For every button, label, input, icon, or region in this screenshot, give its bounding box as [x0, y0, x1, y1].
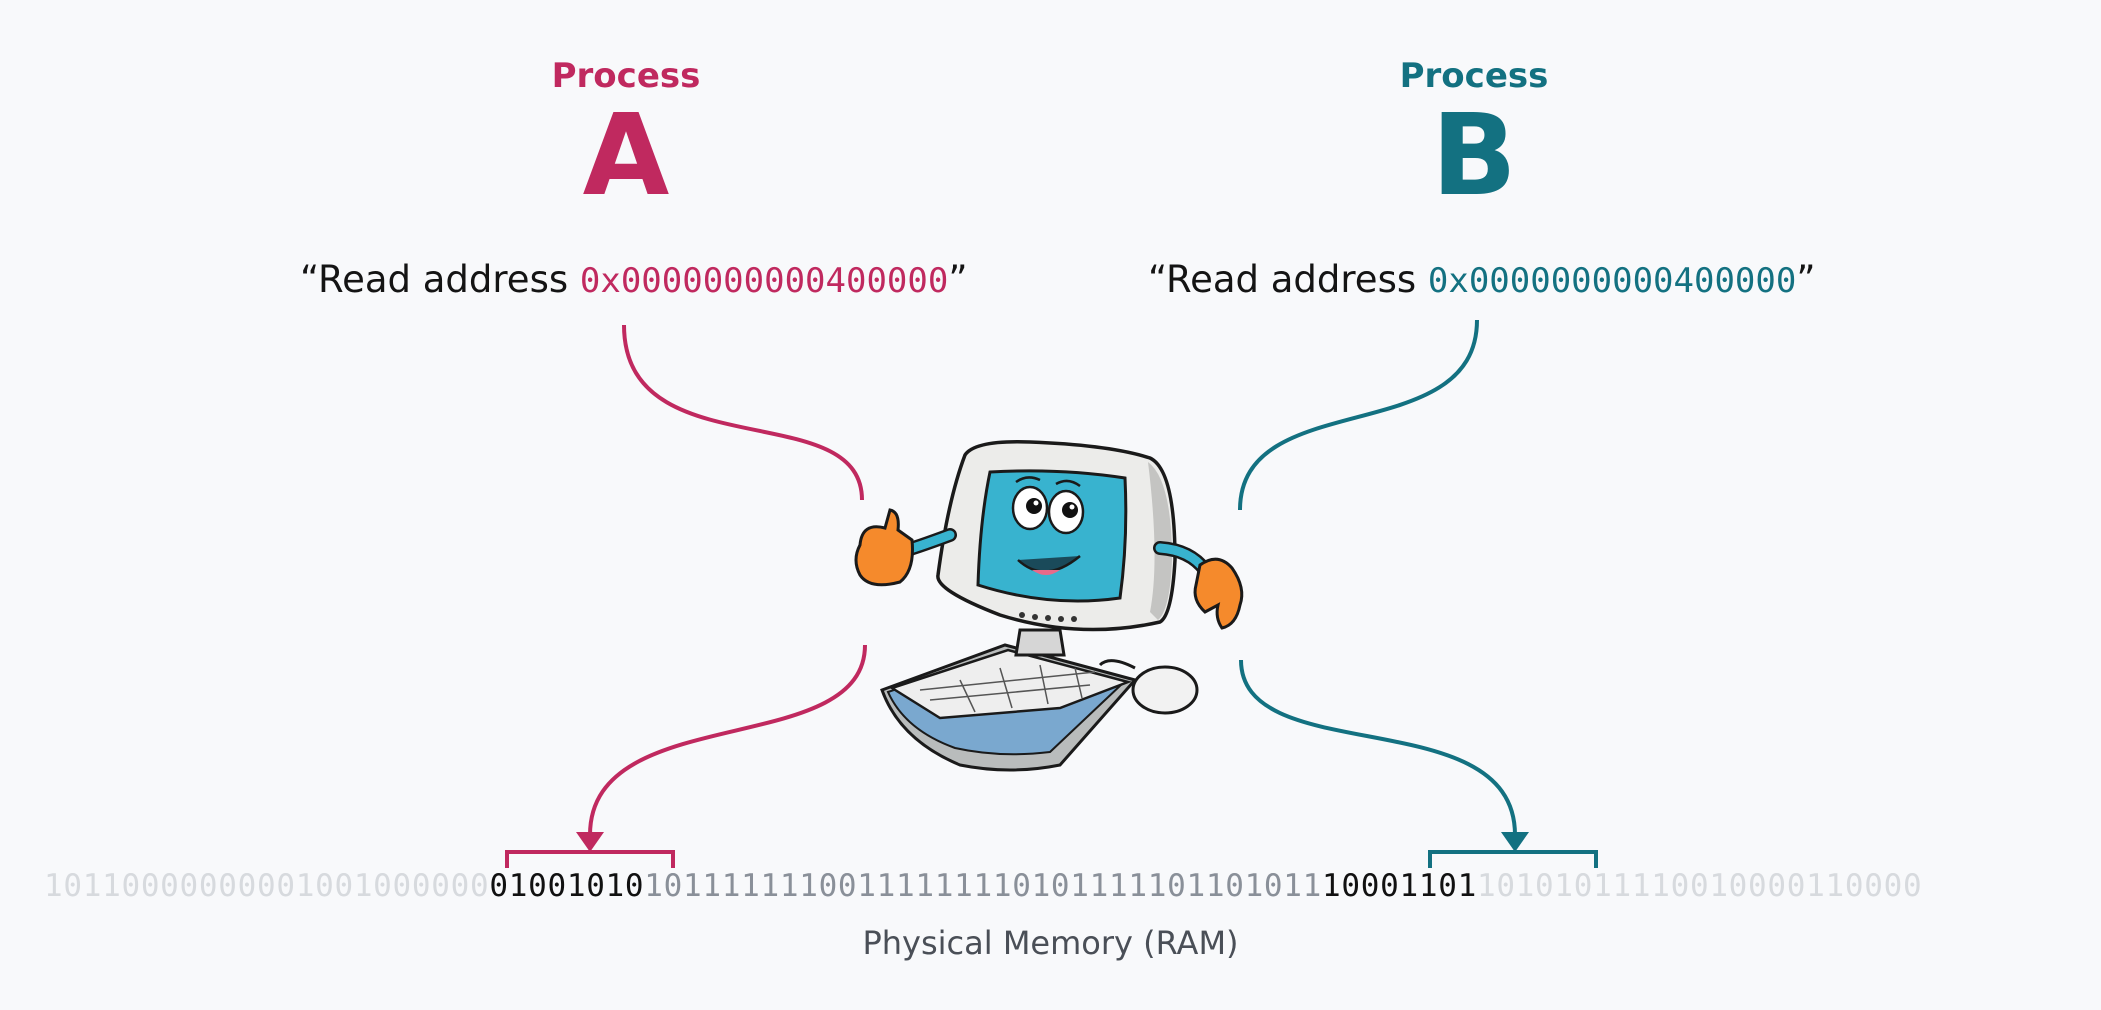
process-b-curve-in [1238, 319, 1479, 511]
memory-byte-process-a: 01001010 [489, 868, 645, 904]
process-b-address: 0x0000000000400000 [1427, 261, 1797, 301]
process-b-quote-open: “Read address [1148, 258, 1428, 301]
process-a-bracket [505, 850, 675, 868]
process-a-caption: Process [551, 56, 701, 96]
memory-label: Physical Memory (RAM) [862, 924, 1239, 962]
process-b-curve-out [1239, 659, 1517, 836]
process-b-caption: Process [1399, 56, 1549, 96]
process-b-quote-close: ” [1796, 258, 1816, 301]
process-a-curve-in [622, 324, 864, 501]
process-a-quote-close: ” [948, 258, 968, 301]
process-b-arrowhead [1501, 832, 1529, 852]
process-a-address: 0x0000000000400000 [579, 261, 949, 301]
process-b-bracket [1428, 850, 1598, 868]
memory-bits-middle: 10111111100111111110101111101101011 [644, 868, 1323, 904]
process-a-request: “Read address 0x0000000000400000” [300, 258, 968, 301]
process-a-curve-out [588, 644, 867, 836]
process-a-arrowhead [576, 832, 604, 852]
computer-mascot-illustration [854, 440, 1244, 772]
process-a-quote-open: “Read address [300, 258, 580, 301]
process-b-letter: B [1431, 91, 1517, 221]
process-a-letter: A [582, 91, 670, 221]
memory-bits-left: 10110000000001001000000 [44, 868, 490, 904]
memory-bits-right: 10101011110010000110000 [1476, 868, 1923, 904]
physical-memory-bits: 1011000000000100100000001001010101111111… [44, 868, 2056, 904]
memory-byte-process-b: 10001101 [1322, 868, 1477, 904]
process-b-request: “Read address 0x0000000000400000” [1148, 258, 1816, 301]
